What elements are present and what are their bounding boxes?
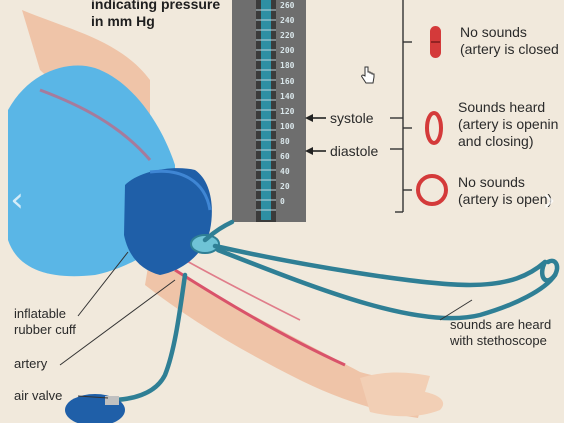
- scale-tick-label: 120: [280, 107, 294, 116]
- scale-tick-label: 160: [280, 77, 294, 86]
- scale-tick-label: 260: [280, 1, 294, 10]
- gauge-title-line2: in mm Hg: [91, 13, 155, 29]
- scale-tick-label: 180: [280, 61, 294, 70]
- stethoscope-label-line1: sounds are heard: [450, 318, 551, 333]
- hand-cursor-icon: [360, 66, 376, 86]
- scale-tick-label: 100: [280, 122, 294, 131]
- state-3-title: No sounds: [458, 174, 525, 190]
- stethoscope-label-line2: with stethoscope: [450, 334, 547, 349]
- artery-label: artery: [14, 357, 47, 372]
- gauge-title-line1: indicating pressure: [91, 0, 220, 12]
- artery-closed-icon: [430, 26, 441, 58]
- state-2-detail-cont: and closing): [458, 133, 534, 149]
- scale-tick-label: 40: [280, 167, 290, 176]
- previous-slide-button[interactable]: ‹: [6, 178, 28, 222]
- scale-tick-label: 0: [280, 197, 285, 206]
- cuff-label-line2: rubber cuff: [14, 323, 76, 338]
- next-slide-button[interactable]: ›: [538, 178, 560, 222]
- scale-tick-label: 220: [280, 31, 294, 40]
- scale-tick-label: 60: [280, 152, 290, 161]
- scale-tick-label: 80: [280, 137, 290, 146]
- scale-tick-label: 140: [280, 92, 294, 101]
- diastole-label: diastole: [330, 143, 378, 159]
- state-1-title: No sounds: [460, 24, 527, 40]
- state-1-detail: (artery is closed: [460, 41, 559, 57]
- scale-tick-label: 20: [280, 182, 290, 191]
- cuff-label-line1: inflatable: [14, 307, 66, 322]
- state-2-title: Sounds heard: [458, 99, 545, 115]
- air-valve: [105, 396, 119, 405]
- state-2-detail: (artery is openin: [458, 116, 558, 132]
- scale-tick-label: 200: [280, 46, 294, 55]
- systole-label: systole: [330, 110, 374, 126]
- scale-tick-label: 240: [280, 16, 294, 25]
- air-valve-label: air valve: [14, 389, 62, 404]
- gauge-ticks: [256, 10, 276, 210]
